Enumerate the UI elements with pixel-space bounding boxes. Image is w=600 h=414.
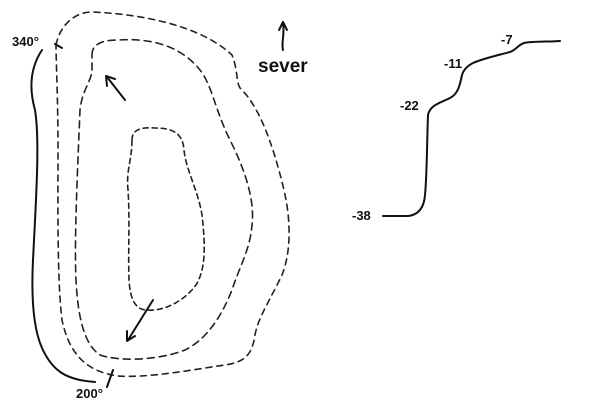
boundary-line xyxy=(30,49,96,383)
north-arrow-icon xyxy=(278,21,288,51)
flow-arrow-icon xyxy=(105,75,126,101)
340-tick xyxy=(54,43,63,49)
north-label: sever xyxy=(258,56,308,77)
depth-label: -38 xyxy=(352,208,371,223)
middle-contour xyxy=(74,38,254,360)
angle-label-200: 200° xyxy=(76,386,103,401)
depth-label: -22 xyxy=(400,98,419,113)
depth-profile-line xyxy=(382,40,561,217)
depth-label: -7 xyxy=(501,32,513,47)
depth-label: -11 xyxy=(444,56,462,71)
flow-arrow-icon xyxy=(126,299,154,342)
inner-contour xyxy=(126,127,206,311)
200-tick xyxy=(106,369,114,388)
outer-contour xyxy=(55,11,290,378)
angle-label-340: 340° xyxy=(12,34,39,49)
